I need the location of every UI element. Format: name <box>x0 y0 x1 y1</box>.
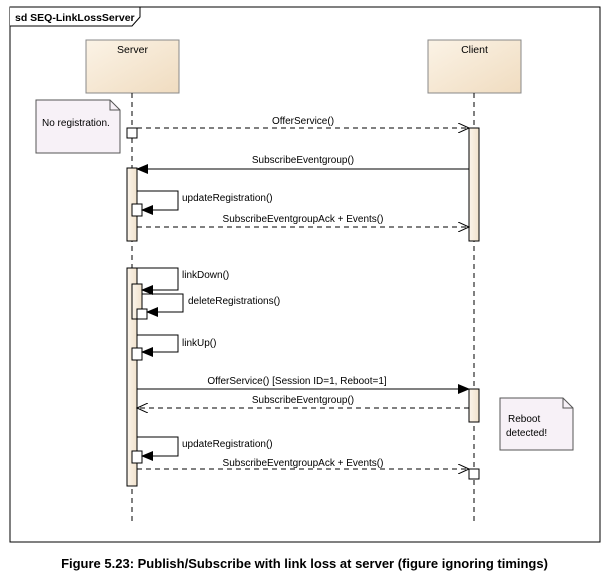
label-subscribe-ack-1: SubscribeEventgroupAck + Events() <box>223 214 384 225</box>
self-call-update-registration-2 <box>137 436 179 461</box>
note-reboot-line2: detected! <box>506 428 547 439</box>
frame-title: sd SEQ-LinkLossServer <box>15 12 135 24</box>
note-no-registration-text: No registration. <box>42 118 110 129</box>
label-update-registration-1: updateRegistration() <box>182 193 273 204</box>
client-activation-2 <box>468 388 480 423</box>
server-self-activation-linkup <box>131 347 143 361</box>
note-fold <box>562 398 573 409</box>
label-subscribe-ack-2: SubscribeEventgroupAck + Events() <box>223 458 384 469</box>
label-subscribe-eventgroup-1: SubscribeEventgroup() <box>252 155 354 166</box>
frame-title-tab <box>10 6 141 27</box>
figure-caption: Figure 5.23: Publish/Subscribe with link… <box>61 556 548 571</box>
frame-border <box>9 6 601 543</box>
label-offer-service-2: OfferService() [Session ID=1, Reboot=1] <box>207 376 387 387</box>
self-call-update-registration-1 <box>137 190 179 215</box>
server-self-activation-update-1 <box>131 203 143 217</box>
note-reboot-line1: Reboot <box>508 414 540 425</box>
note-fold <box>109 100 120 111</box>
self-call-delete-registrations <box>142 293 184 317</box>
server-self-activation-delete <box>136 308 148 320</box>
server-lifeline-head <box>85 39 180 94</box>
server-offer-receipt-box <box>126 127 138 139</box>
self-call-link-up <box>137 334 179 357</box>
self-call-link-down <box>137 267 179 295</box>
server-self-activation-update-2 <box>131 450 143 464</box>
client-activation-1 <box>468 127 480 242</box>
label-link-down: linkDown() <box>182 270 229 281</box>
label-delete-registrations: deleteRegistrations() <box>188 296 280 307</box>
label-offer-service-1: OfferService() <box>272 116 334 127</box>
label-link-up: linkUp() <box>182 338 216 349</box>
server-activation-2 <box>126 267 138 487</box>
client-ack-receipt-box <box>468 468 480 480</box>
note-reboot-detected <box>499 397 574 451</box>
client-label: Client <box>461 44 488 56</box>
note-no-registration <box>35 99 121 154</box>
sequence-diagram: sd SEQ-LinkLossServer Server Client No r… <box>9 6 601 543</box>
server-label: Server <box>117 44 148 56</box>
label-update-registration-2: updateRegistration() <box>182 439 273 450</box>
label-subscribe-eventgroup-2: SubscribeEventgroup() <box>252 395 354 406</box>
